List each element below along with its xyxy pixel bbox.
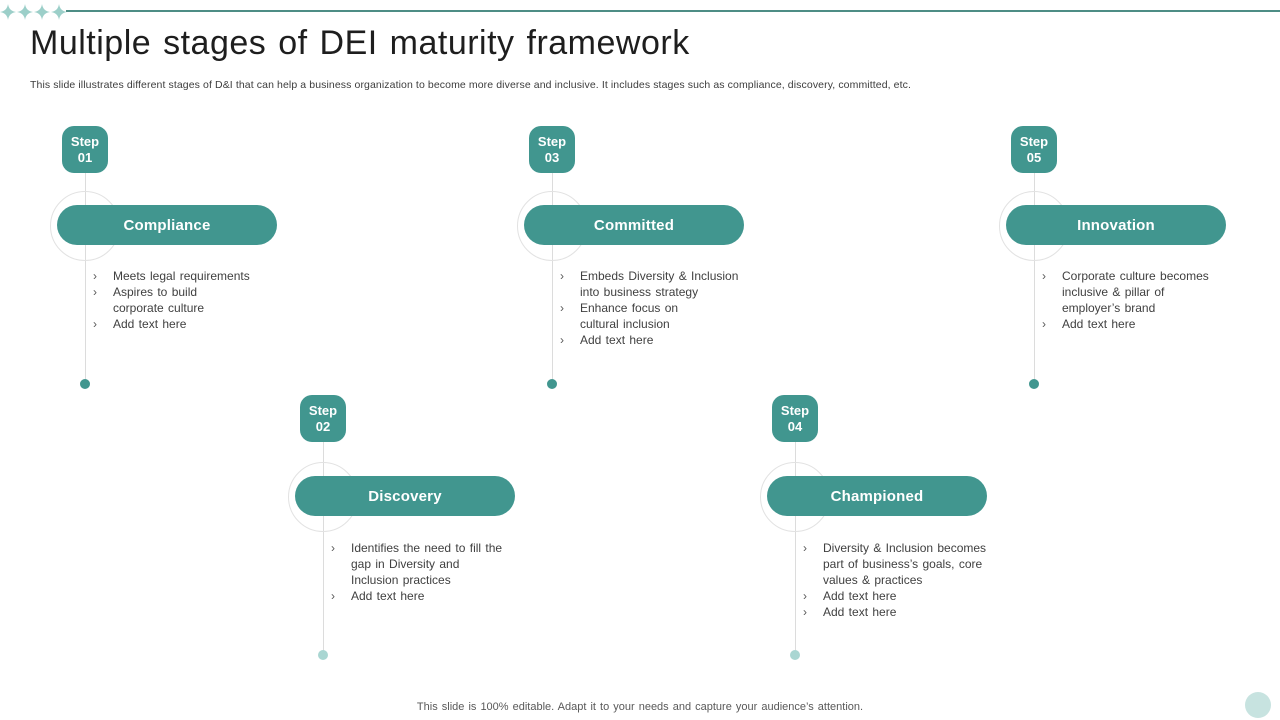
connector-end-dot bbox=[790, 650, 800, 660]
step-connector-line bbox=[322, 440, 324, 655]
bullet-marker: › bbox=[560, 301, 564, 315]
slide-description: This slide illustrates different stages … bbox=[30, 79, 912, 91]
bullet-marker: › bbox=[560, 269, 564, 283]
stage-label: Compliance bbox=[123, 216, 211, 234]
bullet-text: Add text here bbox=[1062, 317, 1136, 331]
step-badge-line: Step bbox=[780, 402, 810, 418]
bullet-marker: › bbox=[1042, 269, 1046, 283]
step-connector-line bbox=[551, 171, 553, 384]
top-divider-line bbox=[66, 10, 1280, 12]
bullet-marker: › bbox=[93, 317, 97, 331]
stage-pill: Innovation bbox=[1006, 205, 1226, 245]
bullet-text: Add text here bbox=[823, 589, 897, 603]
bullet-item: › Add text here bbox=[331, 588, 571, 604]
bullet-marker: › bbox=[1042, 317, 1046, 331]
connector-end-dot bbox=[80, 379, 90, 389]
bullet-marker: › bbox=[93, 269, 97, 283]
sparkle-icons bbox=[0, 4, 67, 20]
bullet-marker: › bbox=[331, 589, 335, 603]
bullet-marker: › bbox=[331, 541, 335, 555]
step-connector-line bbox=[1033, 171, 1035, 384]
bullet-item: › Add text here bbox=[93, 316, 333, 332]
bullet-marker: › bbox=[93, 285, 97, 299]
bullet-text: Add text here bbox=[823, 605, 897, 619]
connector-end-dot bbox=[318, 650, 328, 660]
stage-label: Innovation bbox=[1077, 216, 1155, 234]
bullet-item: › Add text here bbox=[560, 332, 800, 348]
stage-pill: Committed bbox=[524, 205, 744, 245]
stage-bullet-list: › Meets legal requirements › Aspires to bui… bbox=[93, 268, 333, 332]
step-connector-line bbox=[84, 171, 86, 384]
step-connector-line bbox=[794, 440, 796, 655]
stage-label: Discovery bbox=[368, 487, 442, 505]
bullet-item: › Add text here bbox=[803, 588, 1043, 604]
step-badge-line: 05 bbox=[1026, 149, 1042, 165]
bullet-marker: › bbox=[560, 333, 564, 347]
stage-label: Committed bbox=[593, 216, 675, 234]
step-badge-line: 02 bbox=[315, 418, 331, 434]
corner-circle-decoration bbox=[1245, 692, 1271, 718]
footer-note: This slide is 100% editable. Adapt it to… bbox=[416, 701, 864, 713]
stage-pill: Championed bbox=[767, 476, 987, 516]
bullet-item: › Add text here bbox=[803, 604, 1043, 620]
connector-end-dot bbox=[1029, 379, 1039, 389]
bullet-item: › Meets legal requirements bbox=[93, 268, 333, 284]
bullet-marker: › bbox=[803, 605, 807, 619]
step-badge-line: 03 bbox=[544, 149, 560, 165]
bullet-marker: › bbox=[803, 541, 807, 555]
page-title: Multiple stages of DEI maturity framewor… bbox=[30, 24, 690, 62]
stage-label: Championed bbox=[830, 487, 924, 505]
bullet-marker: › bbox=[803, 589, 807, 603]
bullet-item: › Add text here bbox=[1042, 316, 1280, 332]
stage-pill: Discovery bbox=[295, 476, 515, 516]
step-badge-line: Step bbox=[537, 133, 567, 149]
step-badge-line: Step bbox=[308, 402, 338, 418]
bullet-text: Add text here bbox=[351, 589, 425, 603]
bullet-text: Add text here bbox=[580, 333, 654, 347]
stage-pill: Compliance bbox=[57, 205, 277, 245]
connector-end-dot bbox=[547, 379, 557, 389]
bullet-text: Meets legal requirements bbox=[113, 269, 250, 283]
bullet-text: Add text here bbox=[113, 317, 187, 331]
step-badge-line: Step bbox=[70, 133, 100, 149]
step-badge-line: 04 bbox=[787, 418, 803, 434]
step-badge-line: Step bbox=[1019, 133, 1049, 149]
step-badge-line: 01 bbox=[77, 149, 93, 165]
